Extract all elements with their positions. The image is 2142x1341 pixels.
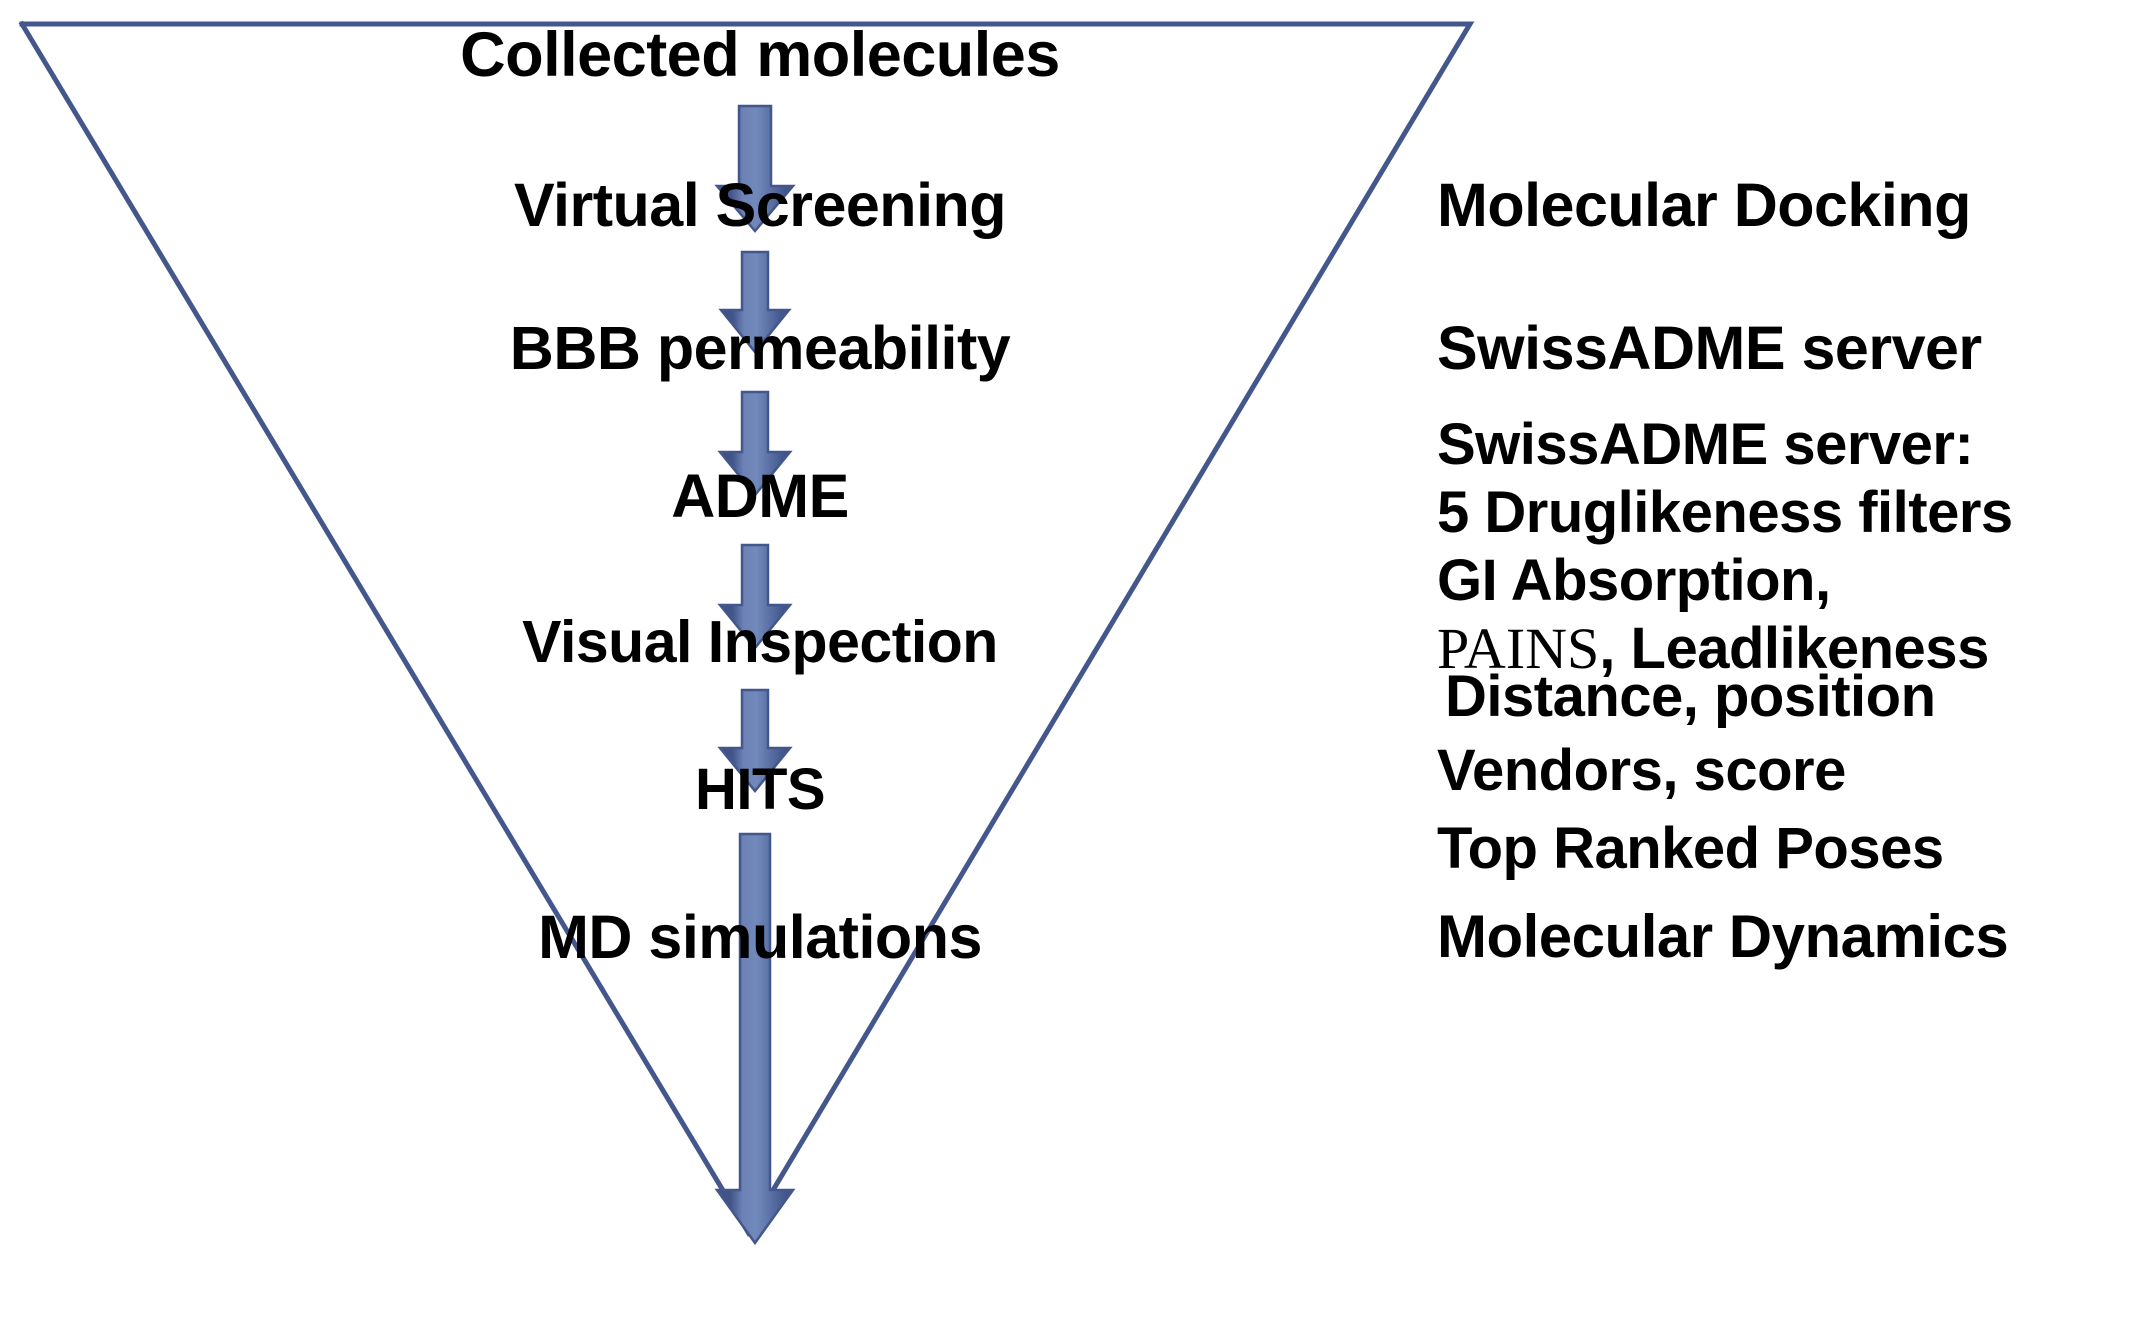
method-text: Vendors, score [1437, 738, 1846, 803]
stage-label-collected-molecules: Collected molecules [355, 24, 1165, 87]
adme-detail-line-2: 5 Druglikeness filters [1437, 479, 2013, 545]
stage-text: Virtual Screening [513, 171, 1007, 239]
method-text: Top Ranked Poses [1437, 816, 1944, 881]
stage-text: HITS [694, 757, 826, 822]
stage-label-visual-inspection: Visual Inspection [355, 613, 1165, 672]
stage-text: BBB permeability [509, 314, 1011, 382]
method-text: Molecular Dynamics [1437, 903, 2009, 970]
stage-label-adme: ADME [355, 466, 1165, 527]
flow-arrow-3 [717, 390, 793, 497]
flow-arrow-6 [714, 832, 796, 1246]
stage-label-md-simulations: MD simulations [355, 907, 1165, 968]
method-text: Distance, position [1445, 664, 1936, 729]
method-label-vendors-score: Vendors, score [1437, 742, 1846, 800]
method-label-swissadme-server: SwissADME server [1437, 318, 1982, 379]
stage-text: MD simulations [538, 903, 982, 971]
method-label-top-ranked-poses: Top Ranked Poses [1437, 820, 1944, 878]
pains-rest: , Leadlikeness [1599, 615, 1989, 681]
stage-label-bbb-permeability: BBB permeability [355, 318, 1165, 379]
flow-arrow-1 [714, 104, 796, 233]
adme-detail-line-1: SwissADME server: [1437, 412, 1974, 477]
flow-arrow-2 [718, 250, 792, 354]
method-label-molecular-dynamics: Molecular Dynamics [1437, 907, 2009, 967]
method-text: SwissADME server [1437, 314, 1982, 382]
stage-label-hits: HITS [355, 761, 1165, 819]
method-label-distance-position: Distance, position [1445, 668, 1936, 726]
pains-token: PAINS [1437, 615, 1600, 681]
funnel-outline [18, 20, 1475, 1237]
method-block-swissadme-details: SwissADME server: 5 Druglikeness filters… [1437, 411, 2013, 682]
method-text: Molecular Docking [1437, 171, 1971, 239]
stage-text: ADME [671, 462, 849, 530]
stage-text: Visual Inspection [522, 609, 998, 675]
flow-arrow-4 [717, 543, 793, 650]
method-label-molecular-docking: Molecular Docking [1437, 175, 1971, 236]
adme-detail-line-3: GI Absorption, [1437, 547, 1831, 613]
adme-detail-line-4: PAINS, Leadlikeness [1437, 615, 2013, 683]
stage-label-virtual-screening: Virtual Screening [355, 175, 1165, 236]
flow-arrow-5 [717, 688, 793, 793]
stage-text: Collected molecules [460, 20, 1060, 90]
